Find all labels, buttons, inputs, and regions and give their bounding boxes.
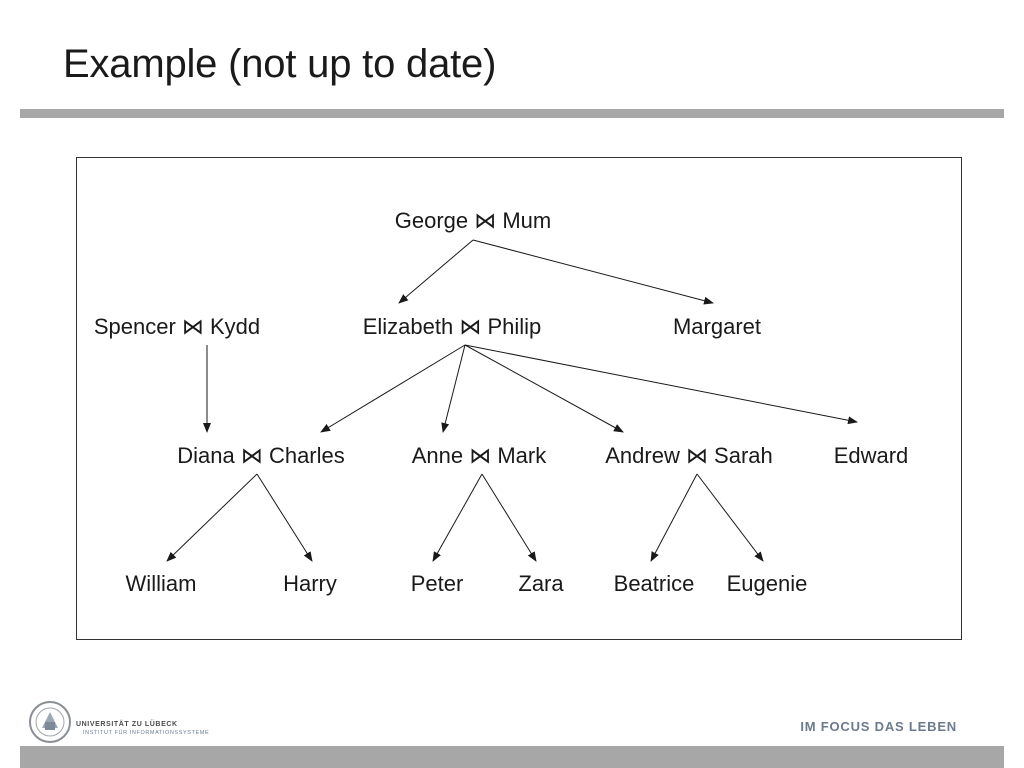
edge-andrew-sarah-to-beatrice (650, 473, 698, 562)
edge-george-mum-to-margaret (472, 239, 714, 305)
university-seal-icon (29, 701, 71, 743)
slide-title: Example (not up to date) (63, 42, 497, 86)
edge-elizabeth-philip-to-edward (464, 344, 858, 425)
node-anne-mark: Anne ⋈ Mark (412, 443, 547, 468)
node-diana-charles: Diana ⋈ Charles (177, 443, 345, 468)
node-zara: Zara (518, 571, 564, 596)
edge-elizabeth-philip-to-andrew-sarah (464, 344, 624, 433)
university-name: UNIVERSITÄT ZU LÜBECK (76, 721, 178, 728)
edge-diana-charles-to-harry (256, 473, 313, 562)
node-edward: Edward (834, 443, 909, 468)
edge-andrew-sarah-to-eugenie (696, 473, 764, 562)
node-beatrice: Beatrice (614, 571, 695, 596)
node-elizabeth-philip: Elizabeth ⋈ Philip (363, 314, 542, 339)
title-divider (20, 109, 1004, 118)
edge-anne-mark-to-zara (481, 473, 537, 562)
footer-slogan: IM FOCUS DAS LEBEN (800, 719, 957, 734)
node-andrew-sarah: Andrew ⋈ Sarah (605, 443, 773, 468)
node-eugenie: Eugenie (727, 571, 808, 596)
bottom-bar (20, 746, 1004, 768)
edge-anne-mark-to-peter (432, 473, 483, 562)
edges-layer (166, 239, 858, 562)
node-william: William (126, 571, 197, 596)
node-peter: Peter (411, 571, 464, 596)
institute-name: INSTITUT FÜR INFORMATIONSSYSTEME (83, 730, 210, 736)
node-harry: Harry (283, 571, 337, 596)
edge-elizabeth-philip-to-anne-mark (441, 344, 466, 433)
node-george-mum: George ⋈ Mum (395, 208, 552, 233)
edge-diana-charles-to-william (166, 473, 258, 562)
node-margaret: Margaret (673, 314, 761, 339)
edge-elizabeth-philip-to-diana-charles (320, 344, 466, 433)
node-spencer-kydd: Spencer ⋈ Kydd (94, 314, 260, 339)
edge-george-mum-to-elizabeth-philip (398, 239, 474, 304)
